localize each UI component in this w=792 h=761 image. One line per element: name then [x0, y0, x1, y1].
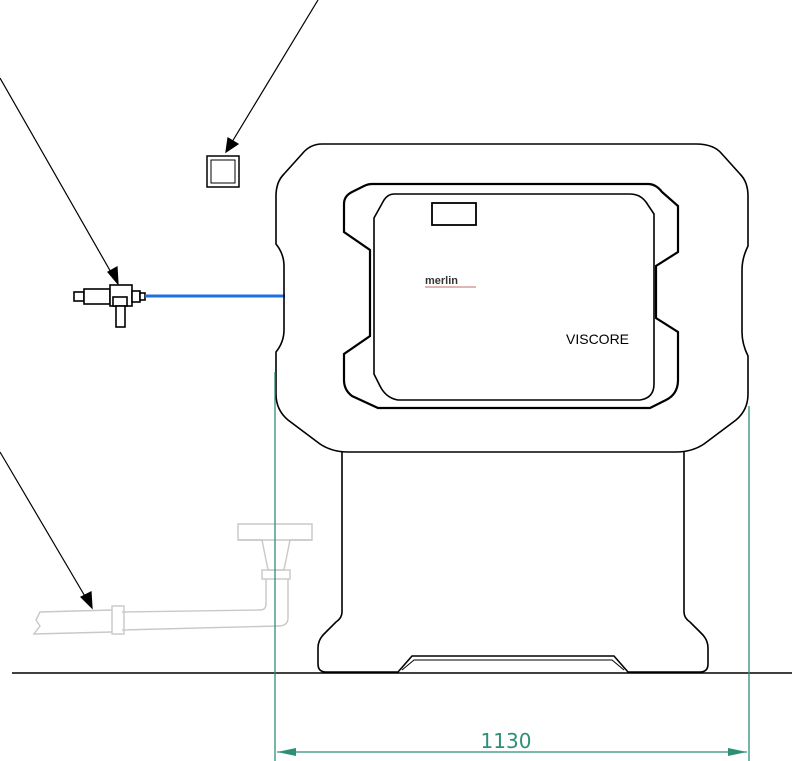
- model-label: VISCORE: [566, 331, 629, 347]
- width-dimension-label: 1130: [481, 729, 532, 753]
- dimension-arrow-right: [728, 748, 747, 756]
- display-window: [431, 202, 477, 226]
- dimension-arrow-left: [277, 748, 296, 756]
- stand-foot-recess: [401, 659, 625, 671]
- drain-leader-arrowhead: [79, 591, 93, 610]
- drain-funnel-icon: [32, 523, 313, 635]
- electrical-socket-icon: [206, 155, 240, 188]
- front-panel: [373, 193, 655, 401]
- valve-leader-line: [0, 77, 113, 275]
- machine-stand: [317, 452, 709, 673]
- valve-leader-arrowhead: [107, 266, 119, 286]
- machine-housing: [275, 143, 749, 453]
- tap-valve-icon: [73, 284, 146, 328]
- drain-leader-line: [0, 451, 87, 599]
- front-panel-bezel: [342, 182, 680, 410]
- socket-leader-line: [231, 0, 319, 143]
- socket-leader-arrowhead: [225, 137, 240, 154]
- brand-logo: merlin: [425, 275, 458, 287]
- leader-arrows: [0, 0, 319, 610]
